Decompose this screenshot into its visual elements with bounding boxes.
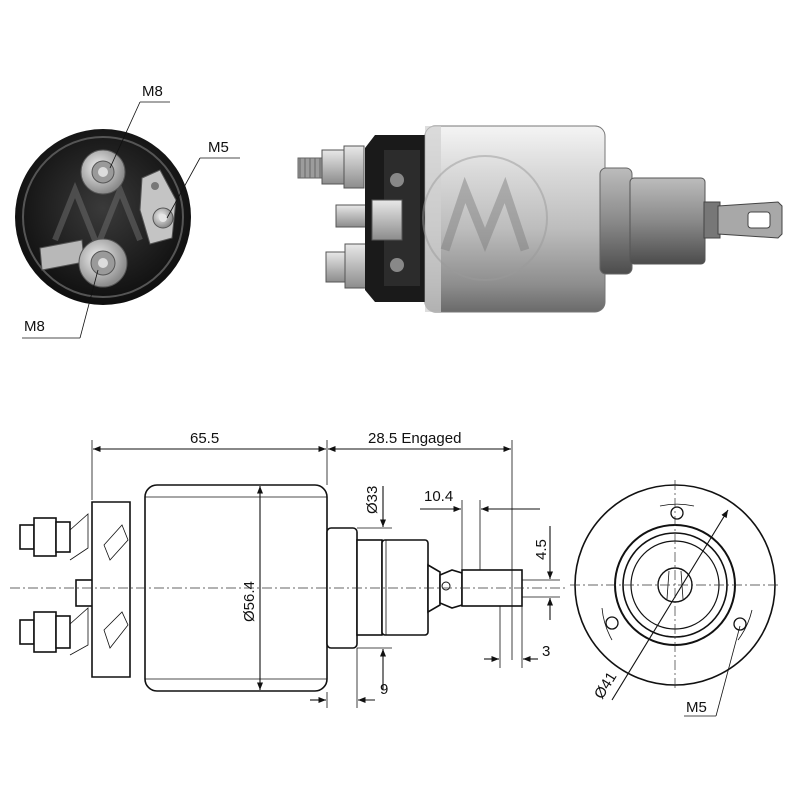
drawing-plunger: [381, 539, 429, 636]
photo-side-view: [297, 125, 783, 313]
rear-stud-middle: [335, 204, 367, 228]
mount-hole-left: [605, 616, 619, 630]
rear-stud-bottom: [325, 243, 368, 289]
label-m8-bottom: M8: [24, 318, 45, 335]
label-mount-thread: M5: [686, 699, 707, 716]
dim-engaged: 28.5 Engaged: [368, 430, 461, 447]
drawing-end-cap: [91, 501, 131, 678]
watermark-logo-side: [440, 176, 530, 253]
drawing-side-view: 65.5 28.5 Engaged Ø33 10.4 4.5 Ø56.4 3: [10, 430, 565, 708]
dim-tab-thickness: 3: [542, 643, 550, 660]
watermark-logo: [52, 181, 143, 242]
drawing-end-view: Ø41 M5: [570, 480, 780, 717]
mount-hole-right: [733, 617, 747, 631]
dim-body-length: 65.5: [190, 430, 219, 447]
mount-hole-top: [670, 506, 684, 520]
dim-body-dia: Ø56.4: [241, 581, 258, 622]
dim-flange: 9: [380, 681, 388, 698]
dim-bolt-circle: Ø41: [591, 669, 620, 702]
rear-stud-top: [297, 145, 365, 189]
label-m5-side: M5: [208, 139, 229, 156]
label-m8-top: M8: [142, 83, 163, 100]
bottom-m8-terminal: [39, 238, 128, 288]
side-m5-terminal: [139, 169, 177, 245]
top-m8-terminal: [80, 149, 126, 195]
plunger: [629, 177, 706, 265]
dim-shaft-dia: Ø33: [364, 486, 381, 514]
dim-tab-width: 4.5: [533, 539, 550, 560]
dim-tab-length: 10.4: [424, 488, 453, 505]
photo-end-view: M8 M5 M8: [15, 83, 240, 339]
